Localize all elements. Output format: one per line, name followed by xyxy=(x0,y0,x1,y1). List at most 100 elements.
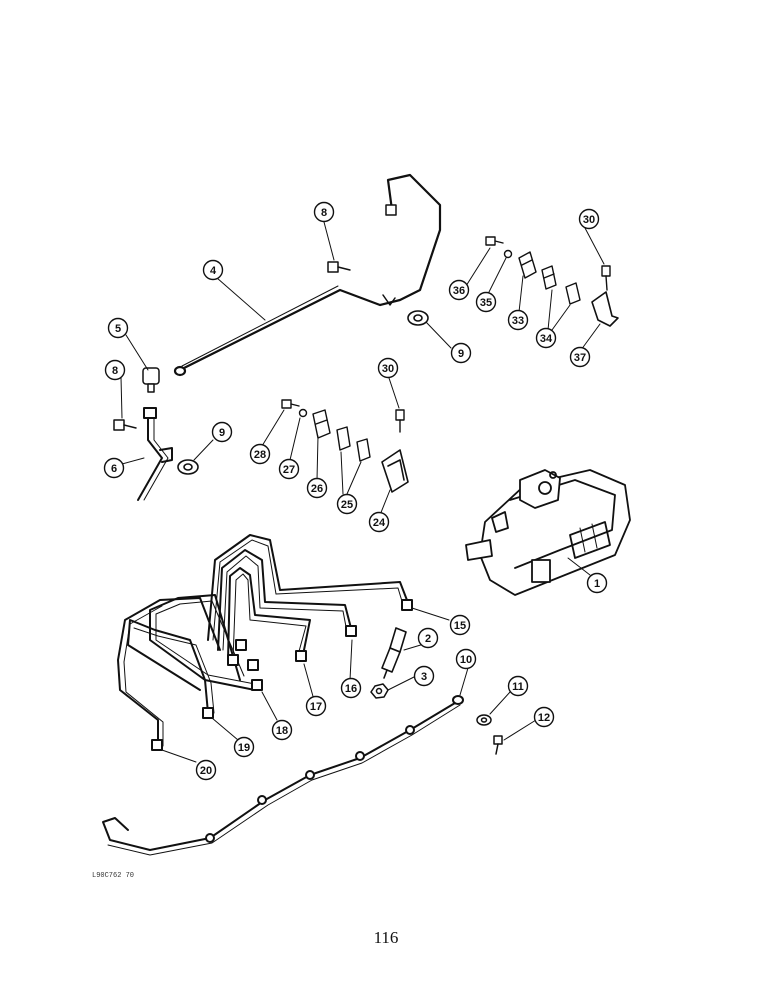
callout-35: 35 xyxy=(475,291,497,313)
callout-number: 18 xyxy=(276,725,288,737)
page-number: 116 xyxy=(373,928,399,947)
bolt-8-lower xyxy=(113,419,137,431)
callout-number: 27 xyxy=(283,464,295,476)
bolt-28 xyxy=(281,399,300,409)
callout-number: 30 xyxy=(583,214,595,226)
bolt-36 xyxy=(485,236,504,246)
callout-30: 30 xyxy=(377,357,399,379)
callout-circle xyxy=(340,677,362,699)
callout-circle xyxy=(586,572,608,594)
callout-11: 11 xyxy=(507,675,529,697)
callout-circle xyxy=(278,458,300,480)
clamp-bracket-37 xyxy=(591,291,619,327)
injector-pipe-bundle xyxy=(117,534,413,751)
callout-18: 18 xyxy=(271,719,293,741)
callout-number: 24 xyxy=(373,517,386,529)
callout-36: 36 xyxy=(448,279,470,301)
callout-circle xyxy=(450,342,472,364)
callout-number: 10 xyxy=(460,654,472,666)
callout-number: 15 xyxy=(454,620,466,632)
callout-2: 2 xyxy=(417,627,439,649)
callout-circle xyxy=(507,309,529,331)
callout-circle xyxy=(417,627,439,649)
callout-circle xyxy=(107,317,129,339)
callout-circle xyxy=(368,511,390,533)
callout-circle xyxy=(535,327,557,349)
callout-number: 26 xyxy=(311,483,323,495)
callout-17: 17 xyxy=(305,695,327,717)
callout-number: 33 xyxy=(512,315,524,327)
callout-labels: 8 4 5 8 6 9 9 30 36 35 33 34 37 30 28 27 26 25 24 1 15 2 3 16 17… xyxy=(103,201,608,781)
callout-number: 6 xyxy=(111,463,117,475)
callout-number: 3 xyxy=(421,671,427,683)
callout-circle xyxy=(413,665,435,687)
callout-15: 15 xyxy=(449,614,471,636)
callout-circle xyxy=(313,201,335,223)
callout-circle xyxy=(202,259,224,281)
callout-33: 33 xyxy=(507,309,529,331)
callout-3: 3 xyxy=(413,665,435,687)
callout-28: 28 xyxy=(249,443,271,465)
clamp-34-b xyxy=(565,282,581,305)
bolt-30-lower xyxy=(395,409,405,433)
callout-circle xyxy=(533,706,555,728)
callout-number: 34 xyxy=(540,333,553,345)
callout-16: 16 xyxy=(340,677,362,699)
fuel-pipe-4 xyxy=(173,173,442,377)
callout-12: 12 xyxy=(533,706,555,728)
callout-circle xyxy=(475,291,497,313)
callout-1: 1 xyxy=(586,572,608,594)
callout-circle xyxy=(455,648,477,670)
callout-number: 9 xyxy=(458,348,464,360)
figure-code: L90C762 70 xyxy=(92,872,134,880)
callout-number: 4 xyxy=(210,265,217,277)
callout-circle xyxy=(578,208,600,230)
callout-8: 8 xyxy=(313,201,335,223)
callout-number: 37 xyxy=(574,352,586,364)
callout-number: 9 xyxy=(219,427,225,439)
callout-8: 8 xyxy=(104,359,126,381)
callout-circle xyxy=(377,357,399,379)
callout-number: 16 xyxy=(345,683,357,695)
callout-number: 1 xyxy=(594,578,600,590)
callout-5: 5 xyxy=(107,317,129,339)
clamp-33 xyxy=(518,251,537,279)
washer-11 xyxy=(476,714,492,726)
callout-30: 30 xyxy=(578,208,600,230)
callout-circle xyxy=(569,346,591,368)
callout-circle xyxy=(449,614,471,636)
bolt-30-upper xyxy=(601,265,611,291)
callout-number: 11 xyxy=(512,681,524,693)
callout-9: 9 xyxy=(211,421,233,443)
callout-27: 27 xyxy=(278,458,300,480)
clamp-25-a xyxy=(336,426,351,451)
clamp-25-b xyxy=(356,438,371,462)
callout-19: 19 xyxy=(233,736,255,758)
callout-circle xyxy=(195,759,217,781)
nut-3 xyxy=(370,683,389,699)
callout-20: 20 xyxy=(195,759,217,781)
bolt-12 xyxy=(493,735,503,755)
banjo-fitting-5 xyxy=(142,367,160,393)
callout-number: 12 xyxy=(538,712,550,724)
grommet-9-lower xyxy=(177,459,199,475)
grommet-9-upper xyxy=(407,310,429,326)
callout-number: 25 xyxy=(341,499,353,511)
clamp-34-a xyxy=(541,265,557,290)
callout-circle xyxy=(211,421,233,443)
callout-circle xyxy=(271,719,293,741)
callout-9: 9 xyxy=(450,342,472,364)
washer-27 xyxy=(298,408,308,418)
leak-off-pipe-10 xyxy=(102,695,464,856)
callout-circle xyxy=(249,443,271,465)
callout-number: 35 xyxy=(480,297,492,309)
callout-number: 36 xyxy=(453,285,465,297)
callout-number: 2 xyxy=(425,633,431,645)
bolt-8-upper xyxy=(327,261,351,273)
callout-circle xyxy=(507,675,529,697)
callout-10: 10 xyxy=(455,648,477,670)
callout-number: 30 xyxy=(382,363,394,375)
callout-37: 37 xyxy=(569,346,591,368)
